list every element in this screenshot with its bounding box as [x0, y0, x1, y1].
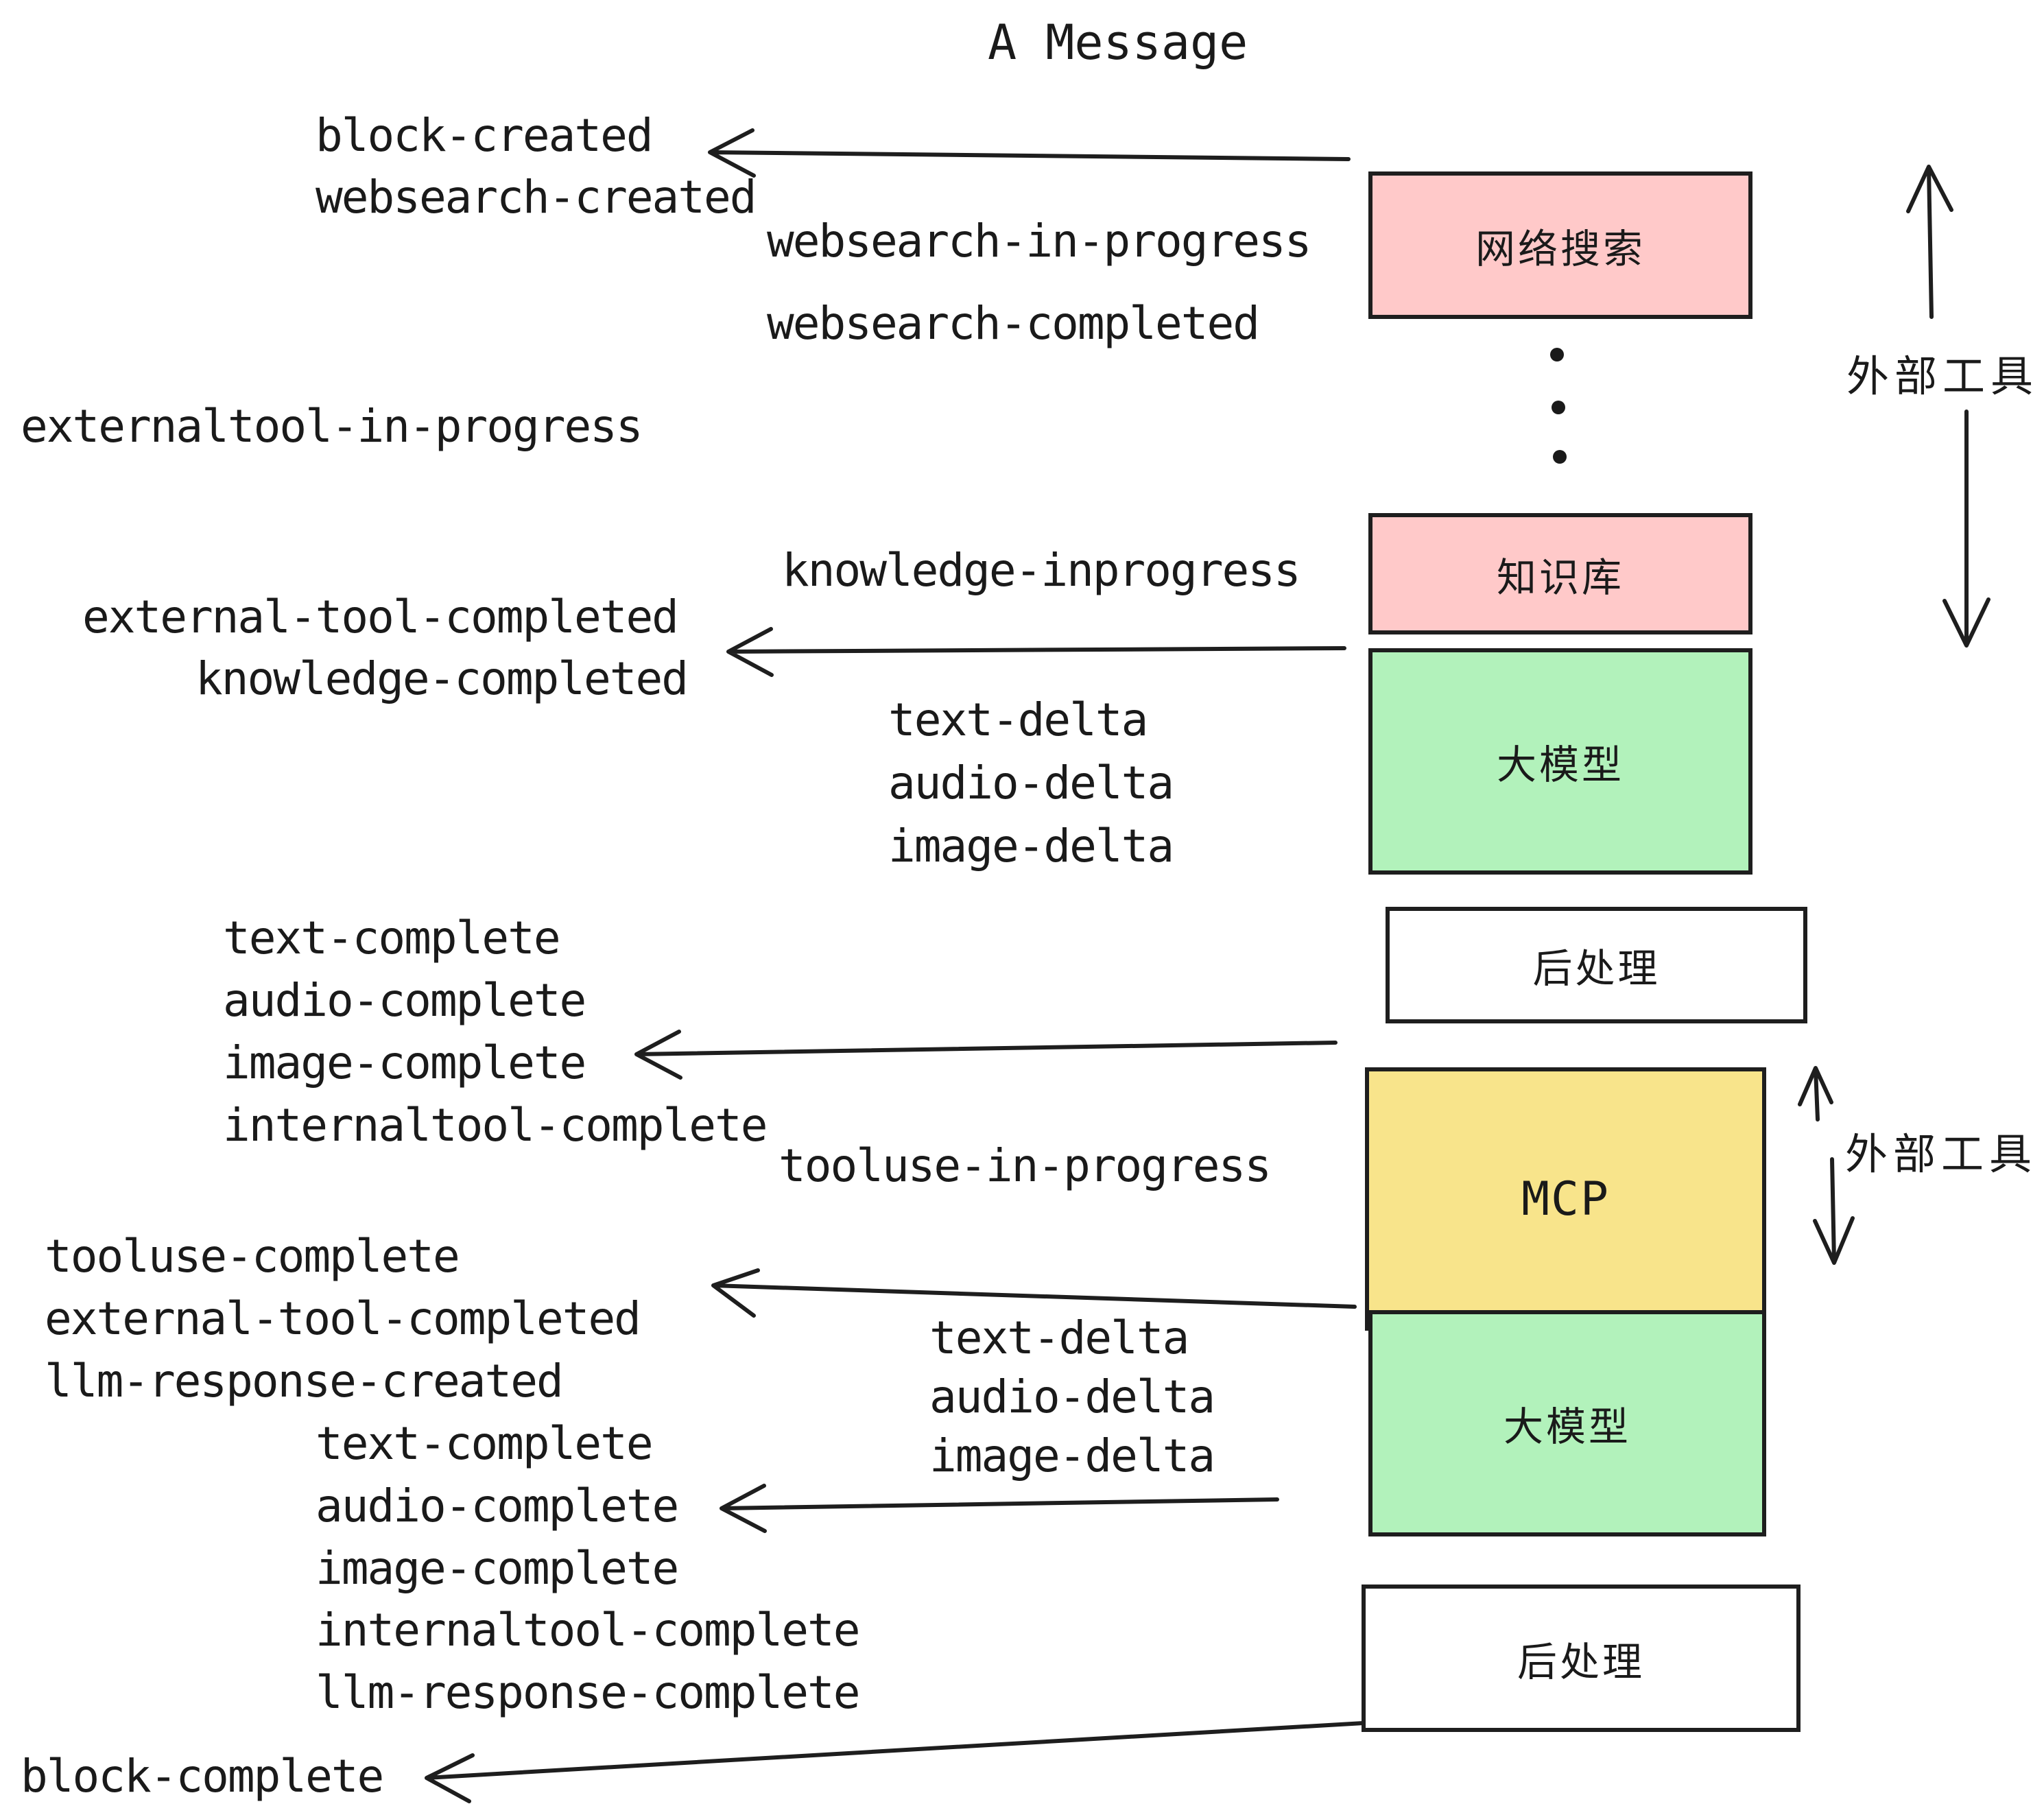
box-llm-2-label: 大模型 [1503, 1403, 1631, 1450]
box-llm-2: 大模型 [1368, 1310, 1766, 1536]
box-websearch-label: 网络搜索 [1475, 225, 1645, 272]
box-postprocess-2-label: 后处理 [1517, 1638, 1645, 1685]
event-audio-delta: audio-delta [888, 757, 1174, 809]
up-arrow-external-tools-2 [1798, 1066, 1833, 1121]
event-websearch-created: websearch-created [316, 171, 757, 224]
side-label-external-tools-2: 外部工具 [1845, 1129, 2038, 1179]
arrow-complete-group-2 [720, 1484, 1279, 1533]
event-externaltool-in-progress: externaltool-in-progress [21, 400, 643, 453]
event-websearch-completed: websearch-completed [767, 297, 1260, 350]
event-knowledge-inprogress: knowledge-inprogress [782, 544, 1301, 597]
event-image-delta-2: image-delta [929, 1429, 1215, 1482]
event-llm-response-complete: llm-response-complete [316, 1666, 860, 1719]
event-image-delta: image-delta [888, 820, 1174, 873]
event-image-complete: image-complete [223, 1036, 586, 1089]
event-internaltool-complete-2: internaltool-complete [316, 1604, 860, 1657]
ellipsis-dots [1550, 348, 1567, 464]
event-audio-delta-2: audio-delta [929, 1370, 1215, 1423]
event-tooluse-in-progress: tooluse-in-progress [779, 1139, 1272, 1192]
side-label-external-tools-1: 外部工具 [1846, 351, 2039, 401]
event-text-complete-2: text-complete [316, 1417, 654, 1470]
box-postprocess-1: 后处理 [1386, 907, 1807, 1023]
box-llm-1-label: 大模型 [1496, 741, 1624, 788]
arrow-knowledge-completed [726, 627, 1346, 677]
box-llm-1: 大模型 [1368, 648, 1752, 875]
event-text-complete: text-complete [223, 912, 561, 964]
event-external-tool-completed: external-tool-completed [82, 591, 679, 643]
event-internaltool-complete: internaltool-complete [223, 1099, 768, 1152]
arrow-block-complete [425, 1721, 1366, 1803]
box-websearch: 网络搜索 [1368, 171, 1752, 319]
down-arrow-external-tools-1 [1942, 410, 1990, 648]
event-tooluse-complete: tooluse-complete [45, 1230, 460, 1283]
event-audio-complete: audio-complete [223, 974, 586, 1027]
event-llm-response-created: llm-response-created [45, 1355, 564, 1408]
box-mcp: MCP [1365, 1067, 1766, 1331]
event-text-delta-2: text-delta [929, 1312, 1189, 1364]
event-audio-complete-2: audio-complete [316, 1480, 679, 1532]
box-postprocess-1-label: 后处理 [1532, 945, 1661, 992]
event-websearch-in-progress: websearch-in-progress [767, 215, 1311, 268]
diagram-title: A Message [988, 14, 1248, 71]
up-arrow-external-tools-1 [1906, 165, 1953, 319]
box-knowledge-base-label: 知识库 [1496, 554, 1624, 601]
event-text-delta: text-delta [888, 693, 1148, 746]
box-postprocess-2: 后处理 [1362, 1585, 1801, 1732]
box-mcp-label: MCP [1521, 1172, 1610, 1226]
event-block-created: block-created [316, 109, 654, 162]
arrow-complete-group-1 [634, 1030, 1338, 1080]
arrow-websearch-created [708, 128, 1351, 178]
event-block-complete: block-complete [21, 1750, 384, 1803]
box-knowledge-base: 知识库 [1368, 513, 1752, 634]
event-knowledge-completed: knowledge-completed [195, 652, 689, 705]
event-external-tool-completed-2: external-tool-completed [45, 1292, 641, 1345]
event-image-complete-2: image-complete [316, 1542, 679, 1595]
